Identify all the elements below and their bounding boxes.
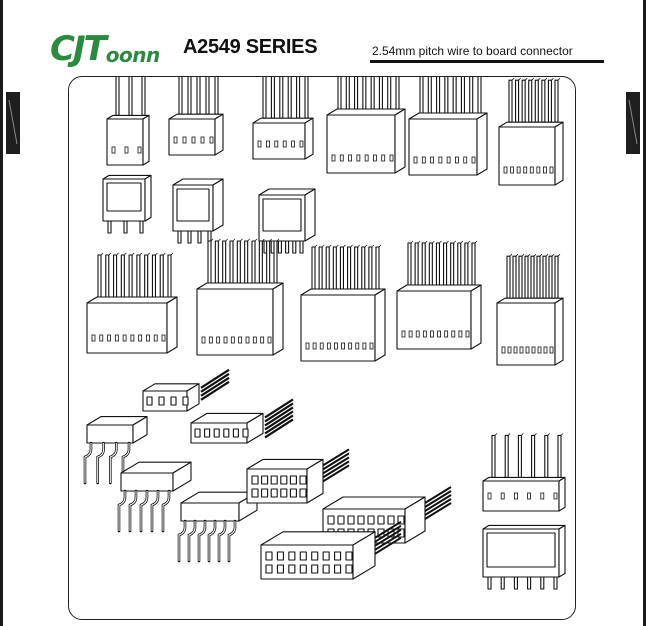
connector-illustrations <box>83 77 566 590</box>
housing-6pin <box>252 77 314 160</box>
page-header: CJT oonn A2549 SERIES 2.54mm pitch wire … <box>0 0 646 80</box>
housing-10pin-b <box>196 238 284 356</box>
header-4pin-angled <box>172 178 224 244</box>
housing-10pin-d <box>396 240 482 350</box>
dual-row-plug <box>246 448 350 504</box>
right-angle-4pin <box>83 416 148 485</box>
vertical-header-6pin <box>482 433 566 512</box>
housing-5pin <box>168 77 224 156</box>
right-angle-8pin <box>177 491 258 563</box>
housing-8pin-b <box>408 77 488 176</box>
series-subtitle: 2.54mm pitch wire to board connector <box>372 44 573 58</box>
plug-4pin <box>142 368 230 412</box>
dual-row-header <box>260 520 402 580</box>
page-tab-left <box>6 92 20 154</box>
brand-logo-main: CJT <box>50 29 107 69</box>
series-title: A2549 SERIES <box>183 36 318 58</box>
page-tab-right <box>626 92 640 154</box>
product-drawing-panel <box>68 76 576 620</box>
housing-10pin-e <box>496 253 564 366</box>
right-angle-5pin <box>117 461 192 533</box>
housing-10pin <box>86 252 178 354</box>
housing-8pin-c <box>498 77 564 186</box>
housing-10pin-c <box>300 244 386 362</box>
page-right-border <box>643 0 646 626</box>
housing-8pin <box>326 77 406 174</box>
header-3pin <box>102 174 152 234</box>
vertical-header-6pin-b <box>482 524 566 590</box>
brand-logo-suffix: oonn <box>105 43 160 67</box>
page-left-border <box>0 0 3 626</box>
brand-logo: CJT oonn <box>50 30 160 66</box>
plug-6pin <box>190 398 294 444</box>
header-6pin-angled <box>258 188 316 254</box>
housing-3pin <box>106 77 150 166</box>
header-rule <box>370 60 604 63</box>
